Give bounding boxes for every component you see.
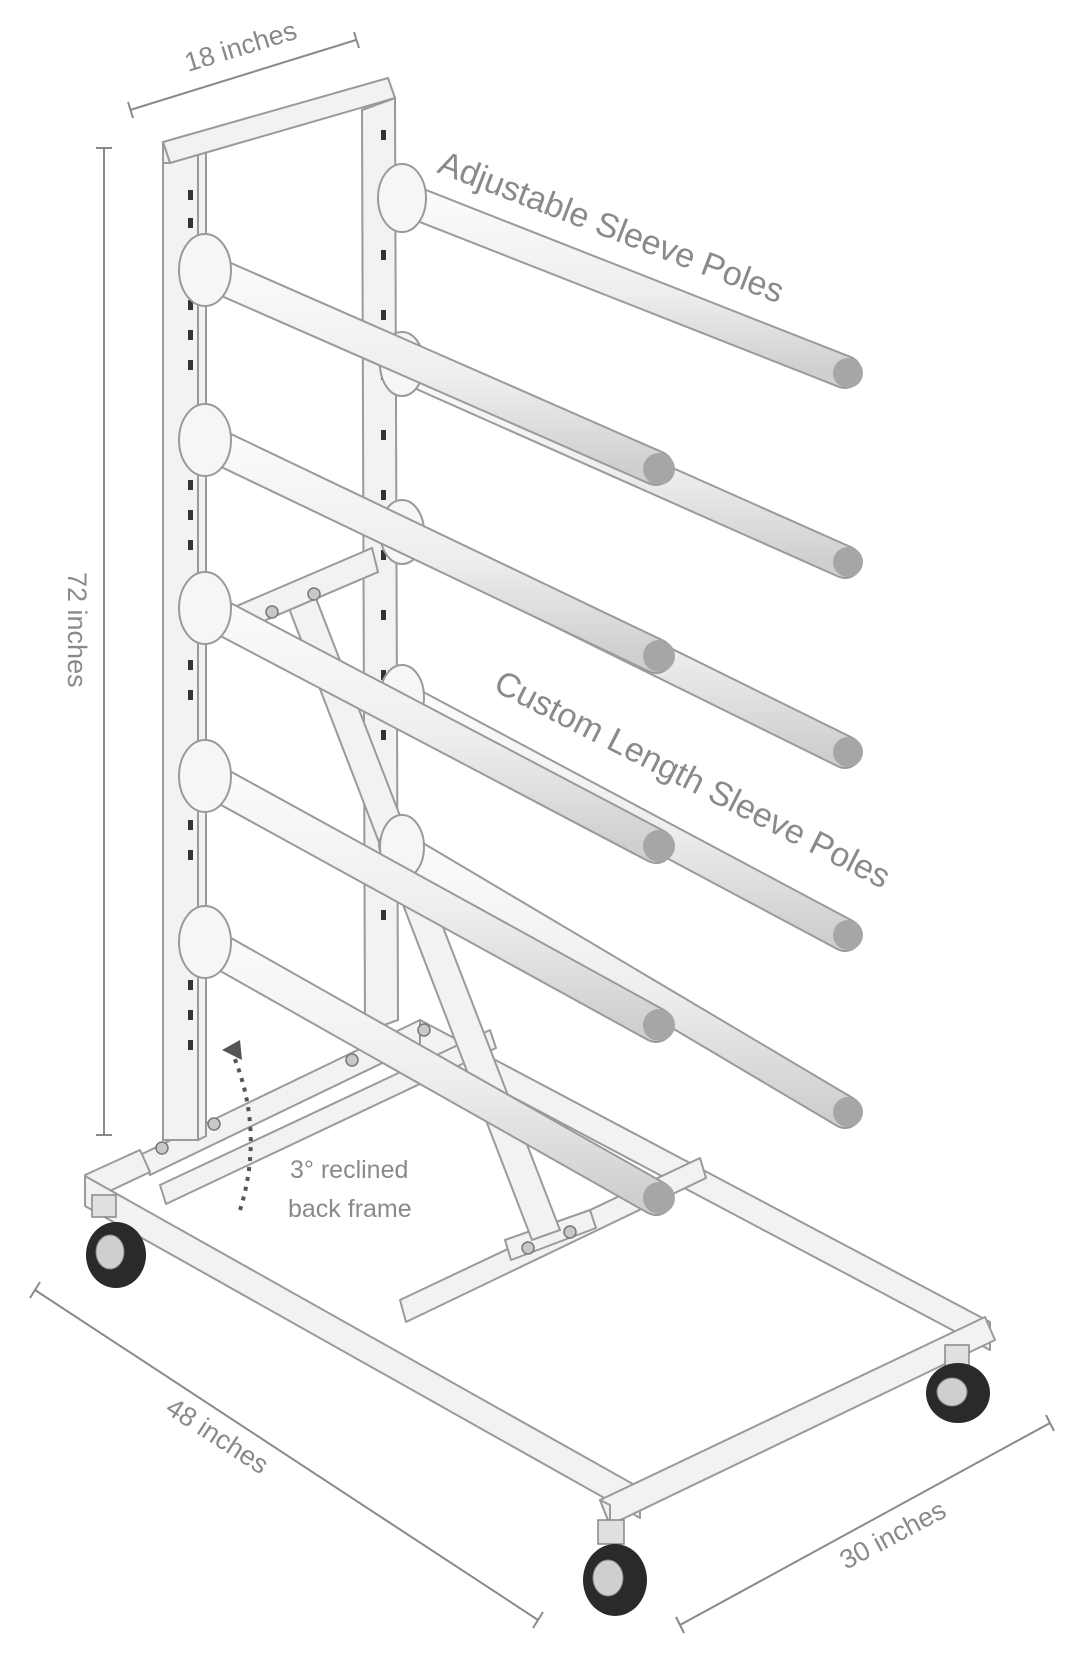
note-line-1: 3° reclined bbox=[290, 1156, 408, 1184]
dim-label-height: 72 inches bbox=[62, 572, 92, 688]
front-pole-3 bbox=[178, 571, 675, 864]
dim-label-top-width: 18 inches bbox=[181, 15, 300, 77]
brace-bolts bbox=[265, 587, 321, 619]
front-sleeve-poles bbox=[178, 233, 675, 1216]
base-bolts bbox=[155, 1023, 577, 1255]
front-pole-5 bbox=[178, 905, 675, 1216]
arrow-head-icon bbox=[222, 1040, 242, 1060]
note-line-2: back frame bbox=[288, 1195, 412, 1223]
top-crossbar bbox=[161, 76, 397, 165]
dimension-lines bbox=[29, 31, 1055, 1634]
recline-arrow bbox=[222, 1040, 253, 1211]
front-upright-holes bbox=[188, 190, 193, 1050]
caster-front-right bbox=[583, 1519, 647, 1616]
front-pole-4 bbox=[178, 739, 675, 1043]
rear-pole-1 bbox=[377, 163, 863, 389]
dim-label-depth: 30 inches bbox=[835, 1495, 951, 1576]
caster-wheels bbox=[86, 1194, 990, 1616]
caster-front-left bbox=[86, 1194, 146, 1288]
front-pole-1 bbox=[178, 233, 675, 486]
front-pole-2 bbox=[178, 403, 675, 674]
caster-back-right bbox=[926, 1344, 990, 1423]
